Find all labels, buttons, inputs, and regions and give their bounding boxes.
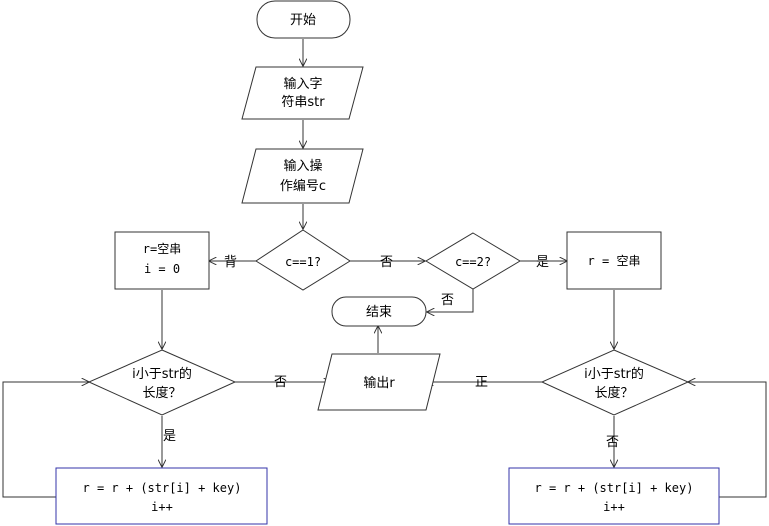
node-loop-right-line-1: i小于str的 bbox=[584, 366, 644, 382]
node-process-left-line-1: r = r + (str[i] + key) bbox=[83, 481, 242, 495]
edge-labels: 背 否 是 否 否 是 正 否 bbox=[163, 255, 619, 450]
node-init-left: r=空串 i = 0 bbox=[114, 231, 210, 290]
label-c2-yes: 是 bbox=[536, 255, 549, 270]
node-init-left-line-1: r=空串 bbox=[143, 242, 181, 256]
label-left-loop-yes: 是 bbox=[163, 429, 176, 444]
node-decision-c2: c==2? bbox=[425, 232, 521, 290]
node-start: 开始 bbox=[256, 0, 351, 39]
node-start-label: 开始 bbox=[290, 13, 316, 28]
label-right-loop-yes: 正 bbox=[475, 375, 488, 390]
node-init-right: r = 空串 bbox=[566, 231, 662, 290]
label-right-loop-no: 否 bbox=[606, 435, 619, 450]
edge-process-left-loop-back bbox=[2, 382, 89, 498]
edges bbox=[2, 39, 767, 498]
label-c1-yes: 背 bbox=[224, 255, 237, 270]
node-input-str-line-1: 输入字 bbox=[283, 76, 322, 92]
label-left-loop-no: 否 bbox=[274, 375, 287, 390]
node-input-op-line-1: 输入操 bbox=[283, 158, 322, 174]
node-decision-c1: c==1? bbox=[255, 229, 351, 291]
label-c2-no: 否 bbox=[441, 293, 454, 308]
node-init-left-line-2: i = 0 bbox=[144, 262, 180, 276]
node-loop-left-line-1: i小于str的 bbox=[132, 366, 192, 382]
node-end-label: 结束 bbox=[366, 305, 392, 320]
node-decision-c1-label: c==1? bbox=[285, 255, 321, 269]
node-input-str: 输入字 符串str bbox=[241, 66, 364, 120]
node-output: 输出r bbox=[317, 353, 441, 411]
node-process-right: r = r + (str[i] + key) i++ bbox=[508, 467, 720, 525]
node-process-right-line-2: i++ bbox=[603, 500, 625, 514]
node-end: 结束 bbox=[331, 296, 427, 327]
node-process-left: r = r + (str[i] + key) i++ bbox=[55, 467, 268, 525]
node-input-op-line-2: 作编号c bbox=[280, 179, 326, 194]
node-input-str-line-2: 符串str bbox=[281, 94, 325, 110]
node-init-right-label: r = 空串 bbox=[588, 254, 641, 268]
node-process-right-line-1: r = r + (str[i] + key) bbox=[535, 481, 694, 495]
node-loop-right: i小于str的 长度？ bbox=[540, 349, 690, 416]
node-decision-c2-label: c==2? bbox=[455, 255, 491, 269]
node-loop-left: i小于str的 长度？ bbox=[87, 349, 237, 416]
node-loop-right-line-2: 长度？ bbox=[594, 385, 633, 401]
node-output-label: 输出r bbox=[363, 375, 395, 391]
edge-process-right-loop-back bbox=[688, 382, 767, 498]
node-input-op: 输入操 作编号c bbox=[241, 148, 364, 204]
label-c1-no: 否 bbox=[380, 255, 393, 270]
edge-c2-no-to-end bbox=[427, 288, 474, 312]
node-loop-left-line-2: 长度？ bbox=[142, 385, 181, 401]
node-process-left-line-2: i++ bbox=[151, 500, 173, 514]
